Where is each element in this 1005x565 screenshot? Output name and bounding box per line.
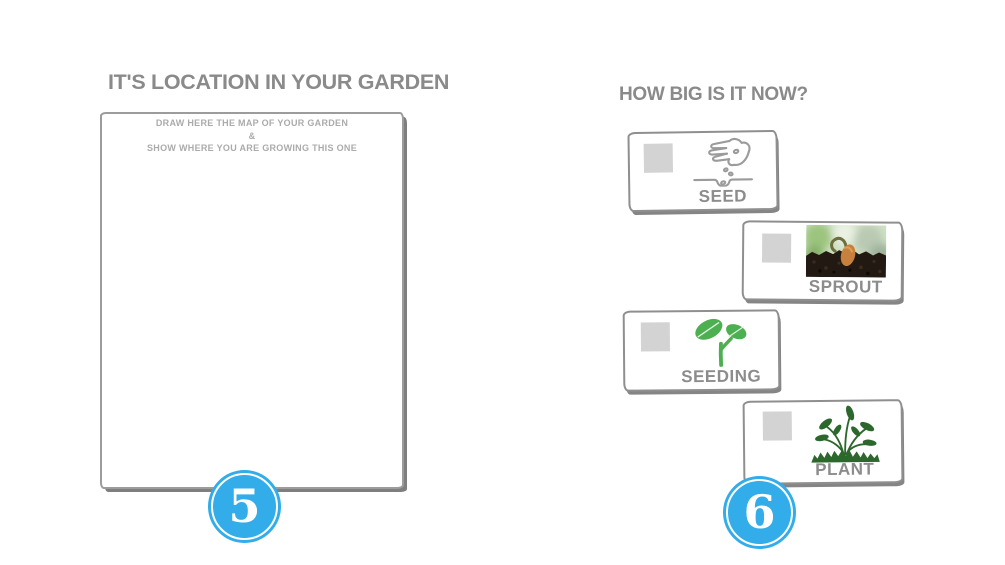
plant-checkbox[interactable] [762,411,792,441]
step-6-number: 6 [743,484,776,539]
stage-label: SPROUT [808,276,883,297]
plant-content: PLANT [793,403,897,479]
drawbox-instruction-line1: DRAW HERE THE MAP OF YOUR GARDEN [155,118,349,128]
stage-label: PLANT [815,459,875,480]
step-6-badge: 6 [723,476,796,549]
seed-checkbox[interactable] [643,143,674,173]
step-5-badge: 5 [208,470,281,543]
stage-card-plant[interactable]: PLANT [742,399,904,485]
drawbox-instruction-line3: SHOW WHERE YOU ARE GROWING THIS ONE [146,143,357,153]
size-heading: HOW BIG IS IT NOW? [619,84,808,105]
location-heading: IT'S LOCATION IN YOUR GARDEN [108,70,450,94]
stage-label: SEEDING [681,366,762,387]
garden-map-drawbox[interactable]: DRAW HERE THE MAP OF YOUR GARDEN & SHOW … [100,112,404,489]
seeding-content: SEEDING [669,313,774,386]
step-5-number: 5 [228,478,261,533]
plant-icon [810,405,880,463]
sprout-photo [805,224,887,278]
seed-content: SEED [674,134,772,206]
stage-card-sprout[interactable]: SPROUT [741,220,904,302]
hand-sowing-icon [692,137,753,188]
sprout-content: SPROUT [796,224,897,297]
stage-label: SEED [698,186,748,207]
sprout-checkbox[interactable] [761,233,792,263]
drawbox-instruction-line2: & [248,130,256,141]
drawbox-instructions: DRAW HERE THE MAP OF YOUR GARDEN & SHOW … [102,117,402,155]
stage-card-seeding[interactable]: SEEDING [622,309,781,392]
stage-card-seed[interactable]: SEED [627,129,779,213]
seeding-checkbox[interactable] [640,322,671,352]
seedling-icon [695,318,747,368]
